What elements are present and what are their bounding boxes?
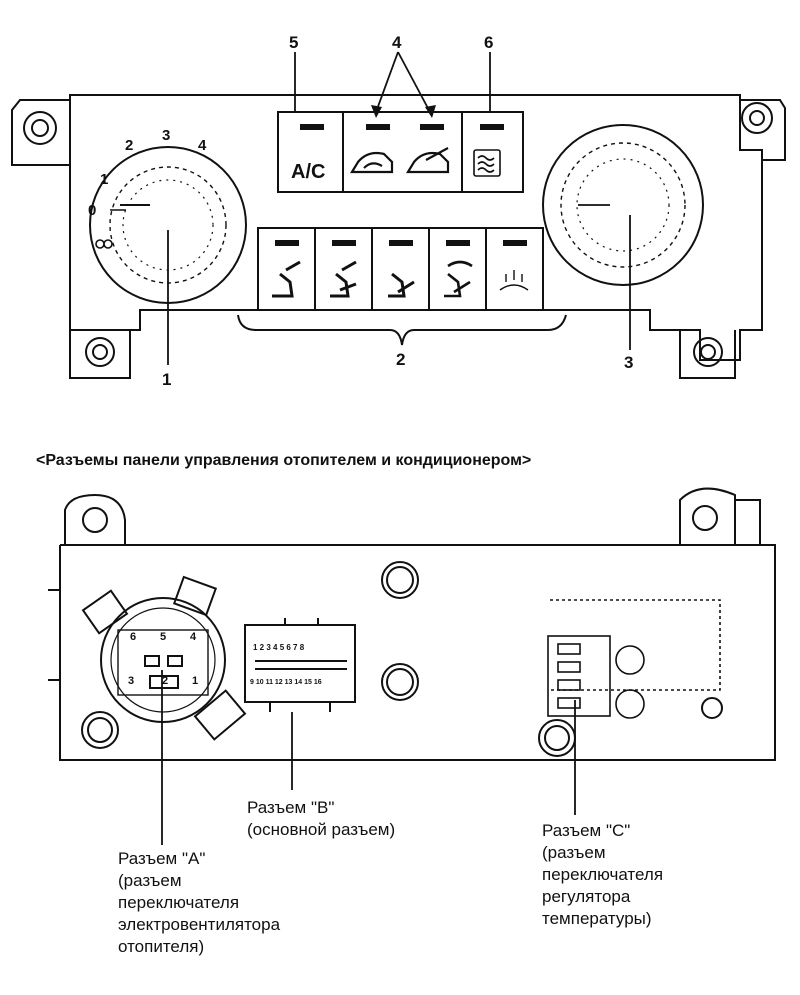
fan-icon (95, 239, 113, 249)
connector-c (547, 599, 721, 719)
mode-bilevel-button[interactable] (330, 260, 357, 298)
mode-foot-button[interactable] (388, 272, 415, 298)
connector-c-label: Разъем "C" (разъем переключателя регулят… (542, 821, 664, 928)
callout-4: 4 (392, 33, 402, 52)
windshield-defrost-icon (499, 270, 529, 291)
svg-text:1: 1 (192, 675, 198, 687)
connector-a (81, 575, 247, 741)
svg-text:6: 6 (130, 631, 136, 643)
foot-defrost-icon (444, 260, 473, 298)
svg-text:5: 5 (160, 631, 166, 643)
mode-button-row (257, 227, 544, 311)
connector-a-pins: 6 5 4 3 2 1 (128, 631, 198, 687)
fan-mark-4: 4 (198, 137, 207, 154)
callout-1: 1 (162, 370, 171, 389)
svg-text:2: 2 (162, 675, 168, 687)
fan-speed-marks: 0 1 2 3 4 (88, 127, 207, 219)
connector-b-pins-bottom: 9 10 11 12 13 14 15 16 (250, 679, 322, 686)
recirculation-icon (350, 151, 394, 174)
connector-b-pins-top: 1 2 3 4 5 6 7 8 (253, 643, 305, 652)
svg-text:3: 3 (128, 675, 134, 687)
upper-button-row (277, 111, 524, 193)
temperature-dial (542, 124, 704, 286)
bracket-2 (237, 314, 567, 346)
rear-panel-outline (59, 499, 776, 761)
callout-3: 3 (624, 353, 633, 372)
callout-2: 2 (396, 350, 405, 369)
connector-b-label: Разъем "B" (основной разъем) (247, 798, 396, 839)
mode-face-button[interactable] (272, 260, 301, 298)
fan-mark-3: 3 (162, 127, 170, 144)
leader-arrowheads (371, 105, 436, 118)
fan-mark-2: 2 (125, 137, 133, 154)
connector-a-label: Разъем "A" (разъем переключателя электро… (118, 849, 281, 956)
right-mount-ear (740, 99, 786, 161)
connector-b (244, 618, 356, 712)
callout-5: 5 (289, 33, 298, 52)
fan-mark-0: 0 (88, 202, 96, 219)
bilevel-vent-icon (330, 260, 357, 298)
section-caption: <Разъемы панели управления отопителем и … (36, 452, 532, 469)
control-panel-front-diagram: 0 1 2 3 4 A/C (11, 33, 786, 389)
fan-mark-1: 1 (100, 171, 108, 188)
rear-defrost-button[interactable] (473, 149, 501, 177)
callout-6: 6 (484, 33, 493, 52)
mode-defrost-button[interactable] (499, 270, 529, 291)
fresh-air-icon (406, 151, 450, 174)
recirculation-button[interactable] (350, 151, 394, 174)
leader-lines (167, 51, 631, 365)
svg-text:4: 4 (190, 631, 197, 643)
mode-foot-defrost-button[interactable] (444, 260, 473, 298)
left-mount-ear (11, 99, 70, 166)
mode-indicators (275, 240, 527, 246)
rear-defrost-icon (473, 149, 501, 177)
face-vent-icon (272, 260, 301, 298)
foot-vent-icon (388, 272, 415, 298)
ac-button[interactable]: A/C (280, 114, 341, 190)
ac-button-label: A/C (291, 161, 325, 183)
upper-indicators (300, 124, 504, 130)
panel-outline (69, 94, 763, 361)
fresh-air-button[interactable] (406, 147, 450, 174)
